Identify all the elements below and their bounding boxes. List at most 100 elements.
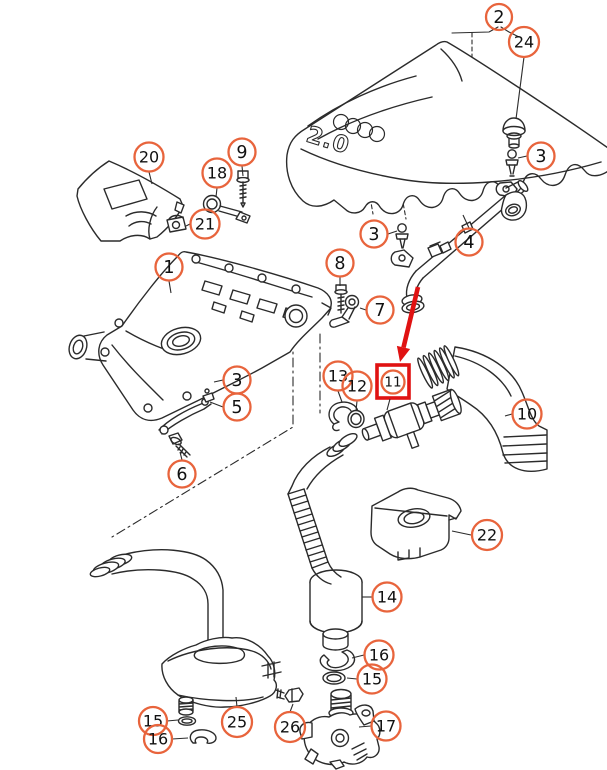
callout-leader-line (386, 398, 391, 411)
callout-16: 16 (142, 723, 189, 755)
part-15-oring-b (177, 716, 197, 726)
highlight-arrow-head (396, 345, 411, 362)
callout-number: 20 (139, 148, 159, 167)
callout-number: 9 (236, 143, 247, 163)
part-8-screw (334, 284, 348, 314)
callout-ring (142, 723, 174, 755)
part-24-grommet (502, 117, 526, 149)
callout-leader-line (213, 379, 224, 383)
callout-20: 20 (133, 141, 165, 185)
highlight-layer (375, 286, 421, 400)
callout-leader-line (166, 719, 179, 722)
part-25-separator-tank (89, 549, 282, 716)
part-18-bracket (202, 194, 251, 224)
part-16-clip-b (189, 729, 217, 744)
callout-leader-line (351, 654, 365, 659)
callout-3: 3 (359, 219, 398, 249)
callout-ring (359, 219, 389, 249)
callout-leader-line (289, 703, 294, 713)
callout-7: 7 (359, 295, 395, 325)
part-15-oring-a (322, 671, 346, 685)
callout-17: 17 (358, 710, 402, 742)
callout-number: 16 (148, 730, 168, 749)
callout-number: 1 (163, 258, 174, 278)
part-16-clip-a (319, 649, 356, 672)
callout-number: 16 (369, 646, 389, 665)
callout-18: 18 (201, 157, 233, 198)
callout-2: 2 (484, 2, 514, 32)
callout-leader-line (515, 56, 525, 120)
callout-number: 17 (376, 717, 396, 736)
callout-number: 8 (334, 254, 345, 274)
callout-ring (154, 252, 184, 282)
callout-leader-line (451, 530, 472, 536)
callout-number: 3 (368, 225, 379, 245)
part-20-cover-panel (76, 160, 185, 242)
callout-3: 3 (517, 141, 556, 171)
highlight-arrow-shaft (401, 286, 421, 348)
callout-leader-line (241, 165, 244, 177)
callout-25: 25 (220, 696, 254, 739)
callout-number: 6 (176, 465, 187, 485)
callout-5: 5 (209, 392, 252, 422)
part-1-valve-cover (68, 251, 332, 422)
callout-number: 2 (493, 8, 504, 28)
callout-22: 22 (451, 518, 504, 552)
callout-ring (273, 710, 307, 744)
callout-24: 24 (507, 25, 541, 120)
callout-26: 26 (273, 703, 307, 744)
part-6-screw (168, 432, 191, 458)
part-2-engine-cover: 2.0 (285, 40, 607, 215)
part-11-pcv-valve (361, 388, 462, 449)
callout-leader-line (168, 280, 172, 294)
part-7-bracket (329, 294, 360, 328)
callout-ring (222, 392, 252, 422)
callout-number: 10 (517, 405, 537, 424)
callout-leader-line (355, 400, 358, 412)
callout-ring (356, 663, 388, 695)
callout-leader-line (337, 390, 343, 403)
callout-ring (325, 248, 355, 278)
callout-6: 6 (167, 451, 197, 489)
callout-ring (371, 581, 403, 613)
callout-number: 15 (362, 670, 382, 689)
callout-number: 14 (377, 588, 397, 607)
callout-ring (511, 398, 543, 430)
callout-ring (227, 137, 257, 167)
callout-leader-line (235, 696, 238, 708)
part-26-screw (275, 687, 304, 703)
callout-ring (322, 360, 354, 392)
callout-number: 11 (384, 375, 401, 391)
callout-leader-line (215, 187, 218, 198)
audi-rings-logo (332, 113, 386, 143)
callout-ring (507, 25, 541, 59)
callout-leader-line (359, 307, 367, 311)
callout-12: 12 (341, 370, 373, 412)
callout-ring (470, 518, 504, 552)
callout-ring (133, 141, 165, 173)
callout-leader-line (358, 725, 372, 728)
callout-ring (526, 141, 556, 171)
callout-ring (363, 639, 395, 671)
callout-ring (189, 208, 221, 240)
callout-number: 15 (143, 712, 163, 731)
callout-ring (201, 157, 233, 189)
callout-number: 5 (231, 398, 242, 418)
part-22-bracket-cover (370, 487, 462, 561)
callout-16: 16 (351, 639, 395, 671)
callout-14: 14 (362, 581, 403, 613)
callout-ring (137, 705, 169, 737)
part-5-bracket (158, 388, 215, 435)
callout-ring (220, 705, 254, 739)
callout-ring (365, 295, 395, 325)
callout-leader-line (517, 155, 528, 159)
callout-leader-line (185, 223, 191, 227)
callout-ring (380, 369, 406, 395)
callout-9: 9 (227, 137, 257, 177)
callout-leader-line (171, 737, 189, 740)
callout-ring (341, 370, 373, 402)
callout-number: 3 (535, 147, 546, 167)
callout-leader-line (209, 401, 224, 408)
